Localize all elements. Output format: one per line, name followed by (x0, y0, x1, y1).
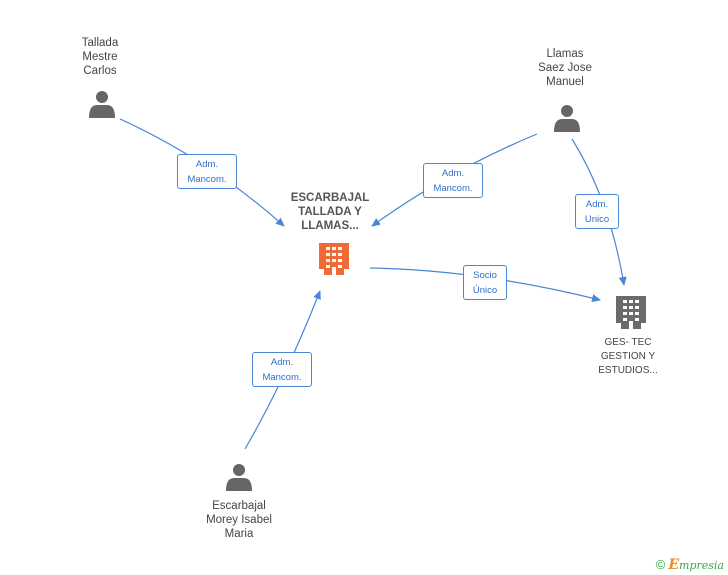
label-line: Mancom. (262, 372, 302, 383)
company-name-main[interactable]: ESCARBAJAL TALLADA Y LLAMAS... (280, 191, 380, 233)
brand-footer[interactable]: ©Empresia (656, 557, 724, 573)
name-line: ESTUDIOS... (598, 365, 658, 376)
name-line: GESTION Y (600, 351, 656, 362)
name-line: Morey Isabel (206, 514, 272, 526)
copyright-icon: © (655, 557, 666, 572)
person-icon-tallada[interactable] (89, 91, 115, 118)
brand-logo-initial: E (668, 557, 680, 573)
person-name-llamas[interactable]: Llamas Saez Jose Manuel (525, 47, 605, 89)
label-line: Mancom. (187, 174, 227, 185)
edge-label-tallada-main[interactable]: Adm. Mancom. (177, 154, 237, 189)
label-line: Socio (473, 270, 497, 281)
label-line: Mancom. (433, 183, 473, 194)
name-line: GES- TEC (604, 337, 652, 348)
edge-label-main-gestec[interactable]: Socio Único (463, 265, 507, 300)
edge-label-llamas-main[interactable]: Adm. Mancom. (423, 163, 483, 198)
name-line: Tallada (81, 37, 119, 49)
name-line: ESCARBAJAL (290, 192, 370, 204)
label-line: Unico (584, 214, 610, 225)
name-line: Mestre (82, 51, 118, 63)
label-line: Único (472, 285, 498, 296)
edge-label-llamas-gestec[interactable]: Adm. Unico (575, 194, 619, 229)
name-line: Escarbajal (212, 500, 266, 512)
brand-logo-text: mpresia (679, 559, 724, 572)
edge-label-escarbajal-main[interactable]: Adm. Mancom. (252, 352, 312, 387)
name-line: TALLADA Y (298, 206, 362, 218)
company-name-gestec[interactable]: GES- TEC GESTION Y ESTUDIOS... (588, 336, 668, 378)
label-line: Adm. (585, 199, 609, 210)
person-icon-escarbajal[interactable] (226, 464, 252, 491)
name-line: Carlos (83, 65, 117, 77)
name-line: Maria (224, 528, 254, 540)
building-icon-main[interactable] (319, 243, 349, 275)
name-line: LLAMAS... (301, 220, 359, 232)
label-line: Adm. (270, 357, 294, 368)
name-line: Llamas (546, 48, 584, 60)
person-icon-llamas[interactable] (554, 105, 580, 132)
building-icon-gestec[interactable] (616, 296, 646, 329)
person-name-escarbajal[interactable]: Escarbajal Morey Isabel Maria (189, 499, 289, 541)
name-line: Manuel (546, 76, 584, 88)
person-name-tallada[interactable]: Tallada Mestre Carlos (60, 36, 140, 78)
label-line: Adm. (441, 168, 465, 179)
label-line: Adm. (195, 159, 219, 170)
name-line: Saez Jose (538, 62, 592, 74)
